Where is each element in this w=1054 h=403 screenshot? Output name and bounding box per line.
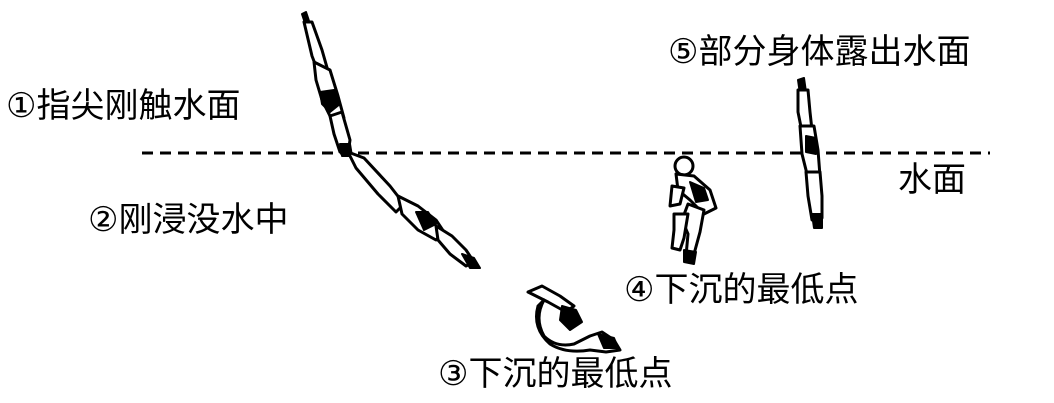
- diver-figure-stage-1: [301, 11, 353, 157]
- diver-figure-stage-5: [796, 77, 824, 229]
- diver-figure-stage-2: [346, 150, 481, 269]
- label-stage-3-lowest-point: ③下沉的最低点: [438, 354, 673, 394]
- diver-figure-stage-4: [668, 155, 718, 265]
- label-water-surface: 水面: [898, 160, 966, 200]
- label-stage-5-partly-above-water: ⑤部分身体露出水面: [668, 32, 971, 72]
- label-stage-4-lowest-point: ④下沉的最低点: [624, 270, 859, 310]
- label-stage-2-just-submerged: ②刚浸没水中: [88, 200, 289, 240]
- label-stage-1-fingertips-touch-water: ①指尖刚触水面: [6, 86, 241, 126]
- diver-figure-stage-3: [526, 284, 622, 354]
